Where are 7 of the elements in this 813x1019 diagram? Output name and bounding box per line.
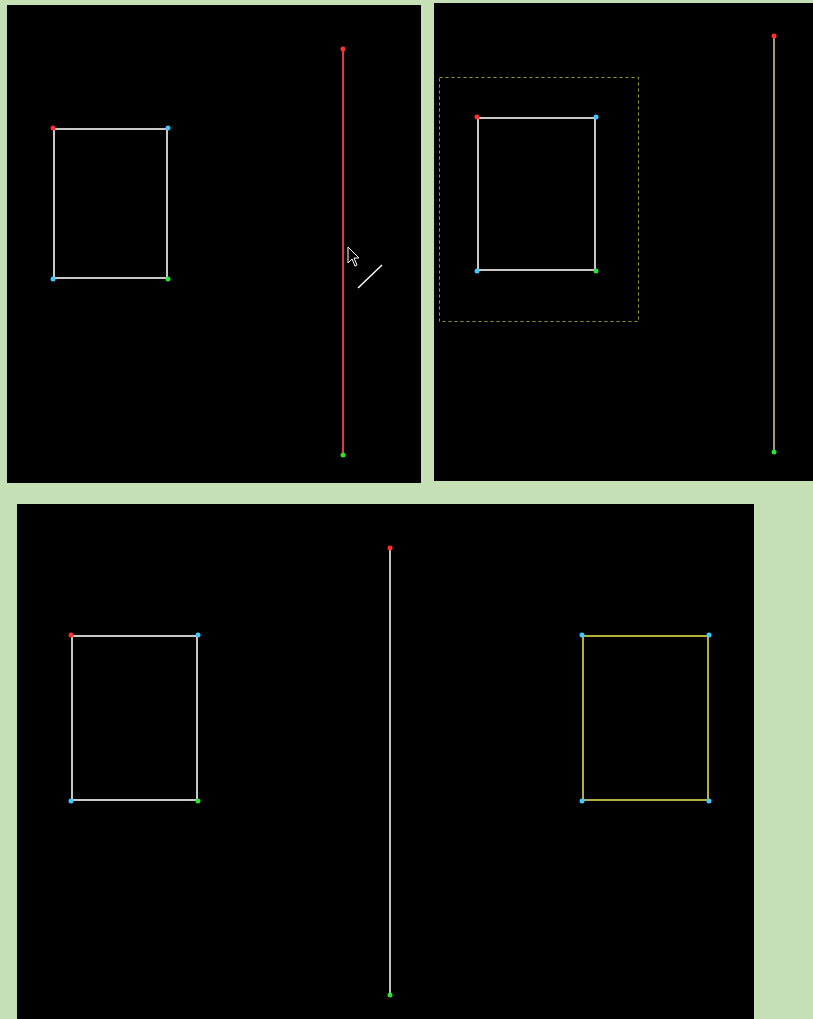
canvas-panel — [434, 3, 813, 481]
canvas-panel — [17, 504, 754, 1019]
canvas-panel — [7, 5, 421, 483]
rectangle-outline — [53, 128, 168, 279]
rectangle-outline — [477, 117, 596, 271]
rectangle-outline — [71, 635, 198, 801]
rectangle-outline — [582, 635, 709, 801]
